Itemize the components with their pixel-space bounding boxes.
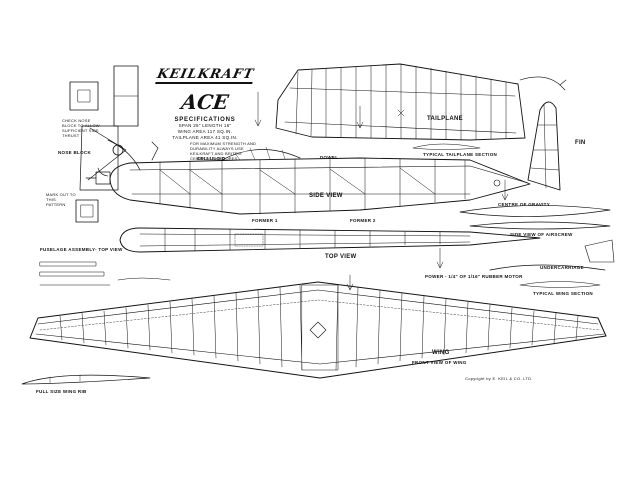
label-dowel: DOWEL bbox=[320, 155, 339, 160]
spec-tailplane-area: TAILPLANE AREA 41 SQ.IN. bbox=[172, 135, 238, 140]
label-wing: WING bbox=[432, 350, 450, 356]
label-fin: FIN bbox=[575, 140, 586, 146]
copyright-text: Copyright by E. KEIL & CO. LTD. bbox=[465, 376, 533, 381]
label-celluloid: CELLULOID bbox=[197, 156, 226, 161]
spec-span: SPAN 26" LENGTH 16" bbox=[178, 123, 232, 128]
label-airscrew: SIDE VIEW OF AIRSCREW bbox=[510, 232, 573, 237]
label-former-2: FORMER 2 bbox=[350, 218, 376, 223]
strength-note: For maximum strength and durability alwa… bbox=[190, 141, 257, 161]
label-wing-rib: FULL SIZE WING RIB bbox=[36, 389, 87, 394]
title-block: KEILKRAFT ACE SPECIFICATIONS SPAN 26" LE… bbox=[150, 65, 260, 141]
airscrew-side-view bbox=[459, 205, 615, 288]
label-nose-block: NOSE BLOCK bbox=[58, 150, 92, 155]
label-typical-wing: TYPICAL WING SECTION bbox=[533, 291, 593, 296]
spec-wing-area: WING AREA 117 SQ.IN. bbox=[177, 129, 233, 134]
label-side-view: SIDE VIEW bbox=[309, 193, 343, 199]
slide-note: MARK OUT TO THIS PATTERN bbox=[46, 192, 76, 207]
label-tailplane: TAILPLANE bbox=[427, 116, 463, 122]
left-parts bbox=[39, 65, 171, 286]
label-centre-of-gravity: CENTRE OF GRAVITY bbox=[498, 202, 551, 207]
fin-drawing bbox=[519, 76, 567, 191]
tailplane-drawing bbox=[275, 63, 526, 150]
label-front-view: FRONT VIEW OF WING bbox=[412, 360, 467, 365]
wing-drawing bbox=[21, 281, 607, 385]
fuselage-side-view bbox=[85, 146, 531, 215]
label-top-view: TOP VIEW bbox=[325, 254, 357, 260]
label-typical-tailplane: TYPICAL TAILPLANE SECTION bbox=[423, 152, 498, 157]
label-fuselage-top: FUSELAGE ASSEMBLY- TOP VIEW bbox=[40, 247, 123, 252]
label-former-1: FORMER 1 bbox=[252, 218, 278, 223]
label-power: POWER - 1/4" OF 1/16" RUBBER MOTOR bbox=[425, 274, 523, 279]
motor-note: CHECK NOSE BLOCK TO ALLOW SUFFICIENT SID… bbox=[62, 118, 100, 138]
specs-heading: SPECIFICATIONS bbox=[174, 117, 236, 123]
dimension-marks bbox=[254, 91, 509, 291]
fuselage-top-view bbox=[119, 227, 541, 253]
model-name: ACE bbox=[179, 90, 231, 114]
label-undercarriage: UNDERCARRIAGE bbox=[540, 265, 584, 270]
brand-logo: KEILKRAFT bbox=[154, 67, 256, 84]
